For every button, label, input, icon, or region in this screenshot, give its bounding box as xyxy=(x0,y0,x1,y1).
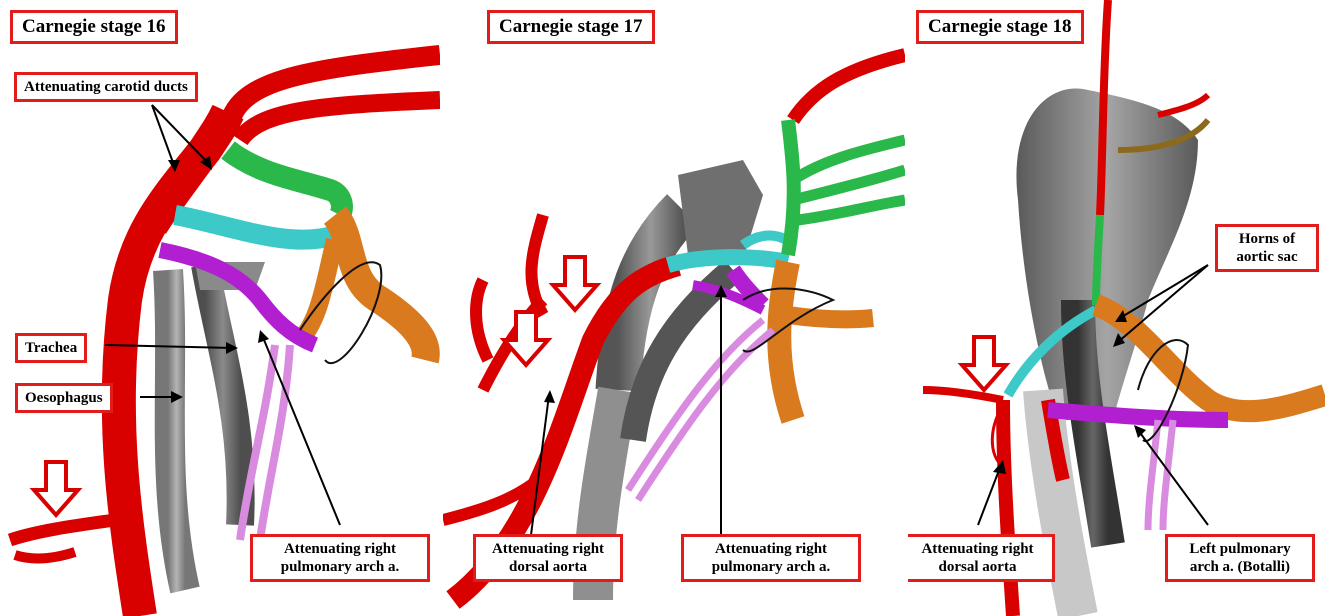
panel-stage-18: Carnegie stage 18 Horns of aortic sac At… xyxy=(908,0,1325,616)
red-top xyxy=(793,55,905,120)
green-arch xyxy=(788,120,794,255)
red-left xyxy=(923,390,1003,400)
orange-arch xyxy=(779,262,793,420)
red-top-right xyxy=(1158,95,1208,115)
panel-stage-16: Carnegie stage 16 Attenuating carotid du… xyxy=(0,0,440,616)
light-purple-1 xyxy=(260,345,290,540)
oesophagus-tube xyxy=(168,270,185,590)
red-branch-3 xyxy=(476,280,488,360)
stage-16-illustration xyxy=(0,0,440,616)
stage-18-illustration xyxy=(908,0,1325,616)
drawing-shape xyxy=(544,390,555,403)
purple-arch xyxy=(1048,410,1228,420)
cyan-arch xyxy=(175,215,335,240)
panel-stage-17: Carnegie stage 17 Attenuating right dors… xyxy=(443,0,905,616)
top-artery-2 xyxy=(240,100,440,140)
stage-17-illustration xyxy=(443,0,905,616)
hollow-arrow-down xyxy=(34,462,78,515)
cyan-arch xyxy=(668,257,788,265)
branch-left xyxy=(10,520,115,540)
oesophagus-lower xyxy=(593,390,618,600)
green-arch xyxy=(228,150,342,215)
hollow-arrow-1 xyxy=(553,257,597,310)
drawing-shape xyxy=(152,105,175,168)
trachea-tube xyxy=(205,265,241,525)
green-branch-3 xyxy=(798,200,905,220)
dorsal-aorta xyxy=(1003,400,1013,616)
branch-left-2 xyxy=(15,552,75,558)
hollow-arrow-2 xyxy=(504,312,548,365)
drawing-shape xyxy=(1134,425,1146,438)
drawing-shape xyxy=(978,465,1001,525)
hollow-arrow-down xyxy=(962,337,1006,390)
green-segment xyxy=(1096,215,1100,305)
